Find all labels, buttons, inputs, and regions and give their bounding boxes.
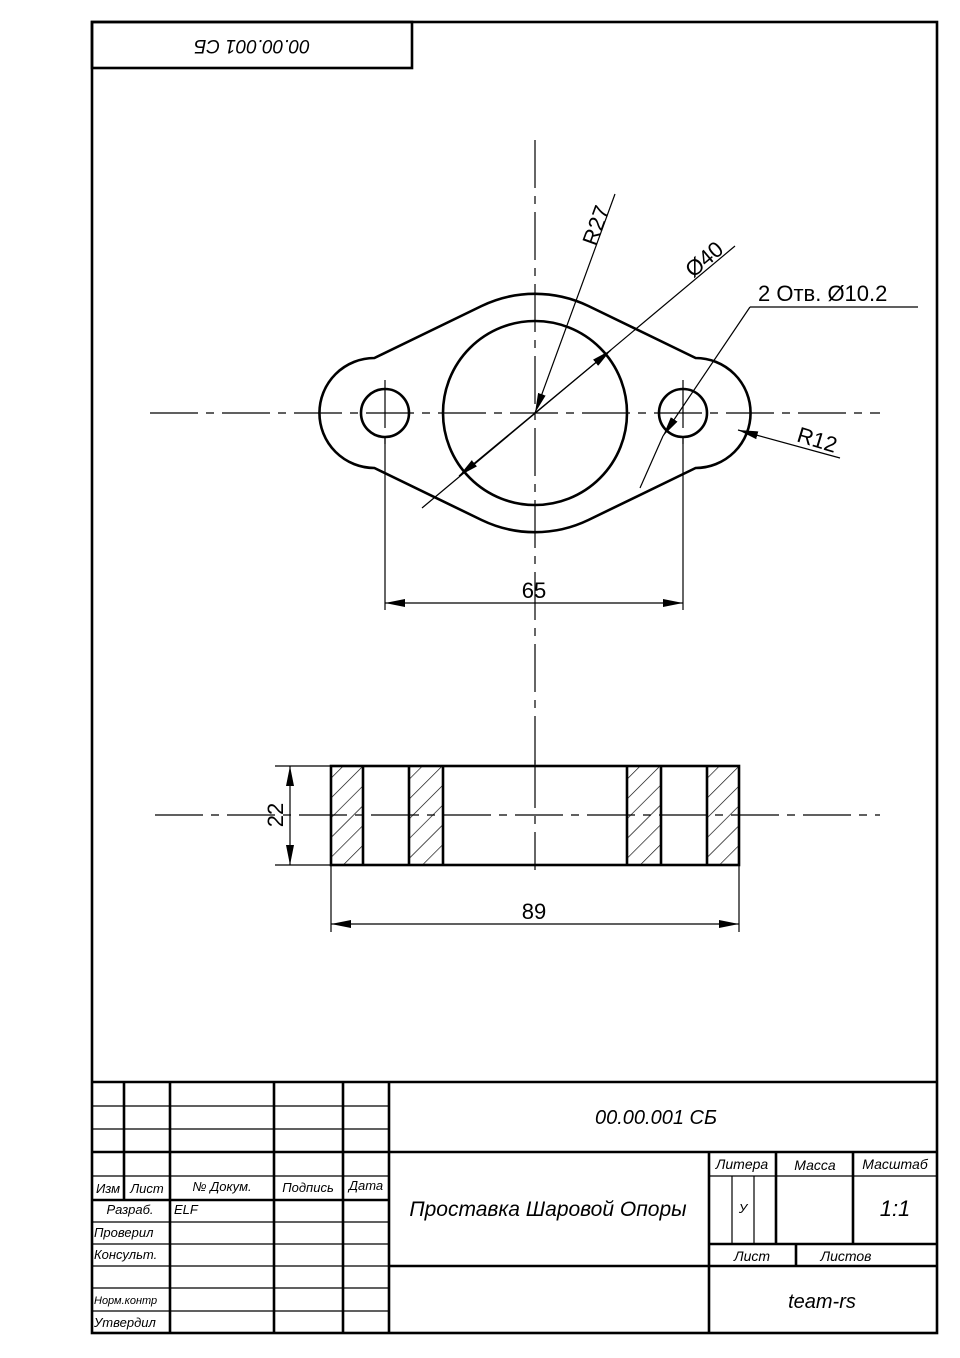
tb-row-normkontr: Норм.контр: [94, 1295, 157, 1307]
plan-view: R27 Ø40 2 Отв. Ø10.2 R12 65: [150, 140, 918, 770]
dim-22-label: 22: [263, 803, 288, 827]
tb-col-list: Лист: [129, 1181, 164, 1196]
top-stamp: 00.00.001 СБ: [90, 20, 414, 70]
dim-r12-leader: [737, 429, 841, 459]
dim-holes-tail: [639, 435, 664, 489]
tb-litera-value: У: [738, 1201, 749, 1216]
hatch-left-outer: [331, 766, 363, 865]
dim-89-label: 89: [522, 899, 546, 924]
drawing-frame: [90, 20, 939, 1335]
dim-d40-label: Ø40: [680, 236, 728, 282]
tb-sheets-label: Листов: [820, 1248, 872, 1264]
dim-holes-label: 2 Отв. Ø10.2: [758, 281, 887, 306]
tb-row-razrab: Разраб.: [106, 1202, 153, 1217]
tb-mass-label: Масса: [794, 1157, 836, 1173]
dim-r27-leader: [534, 193, 616, 414]
dim-65-label: 65: [522, 578, 546, 603]
tb-sheet-label: Лист: [733, 1248, 770, 1264]
dim-holes-leader: [662, 306, 751, 437]
tb-razrab-name: ELF: [174, 1202, 199, 1217]
tb-row-konsult: Консульт.: [94, 1247, 157, 1262]
tb-col-sign: Подпись: [282, 1180, 334, 1195]
tb-col-izm: Изм: [96, 1181, 120, 1196]
tb-row-utverdil: Утвердил: [93, 1315, 157, 1330]
tb-company: team-rs: [788, 1291, 856, 1313]
tb-col-date: Дата: [347, 1178, 383, 1193]
tb-col-doc: № Докум.: [192, 1179, 251, 1194]
tb-part-name: Проставка Шаровой Опоры: [409, 1198, 687, 1221]
title-block: 00.00.001 СБ Проставка Шаровой Опоры Лит…: [92, 1080, 937, 1333]
dim-d40-arrow-lower: [458, 412, 536, 477]
section-view: 22 89: [155, 760, 880, 932]
tb-designation: 00.00.001 СБ: [595, 1107, 717, 1129]
dim-r12-label: R12: [794, 422, 840, 458]
top-stamp-text: 00.00.001 СБ: [194, 35, 310, 56]
hatch-left-inner: [409, 766, 443, 865]
tb-litera-label: Литера: [715, 1156, 769, 1172]
hatch-right-inner: [627, 766, 661, 865]
dim-d40-arrow-upper: [534, 349, 612, 414]
tb-scale-value: 1:1: [880, 1196, 911, 1221]
tb-row-proveril: Проверил: [94, 1225, 154, 1240]
tb-scale-label: Масштаб: [862, 1156, 929, 1172]
central-bore: [441, 319, 629, 507]
hatch-right-outer: [707, 766, 739, 865]
dim-r27-label: R27: [577, 202, 614, 248]
flange-outline: [318, 292, 752, 534]
